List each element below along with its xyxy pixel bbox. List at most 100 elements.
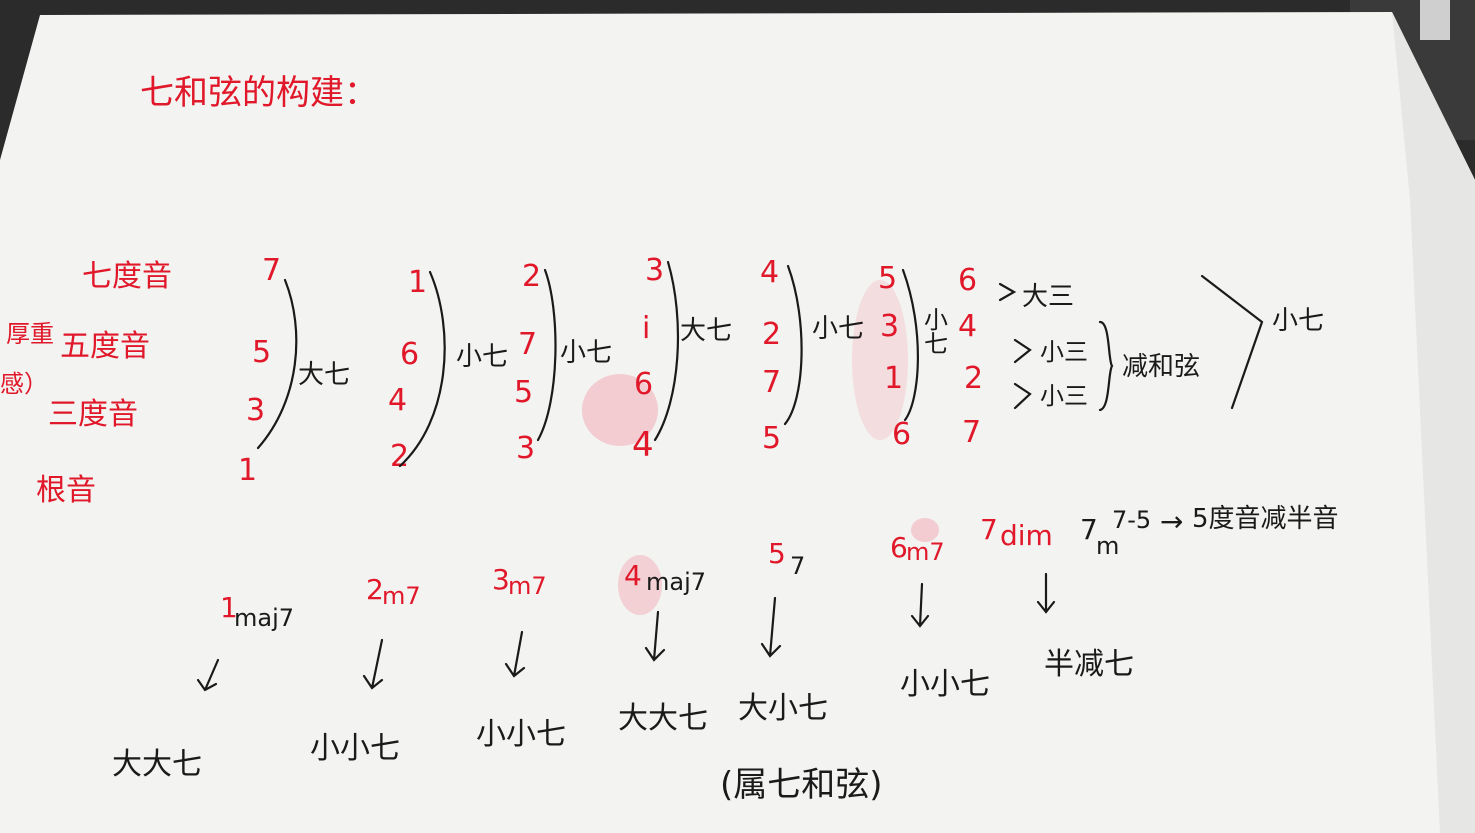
col5-note-fifth: 2: [762, 317, 782, 352]
col4-quality: 大七: [680, 316, 733, 346]
arrow-1: [196, 658, 220, 692]
chord5-suffix: 7: [790, 552, 806, 580]
col6-note-third: 1: [884, 361, 904, 396]
col7-note-root: 7: [962, 415, 982, 450]
chord6-type: 小小七: [900, 667, 990, 702]
label-side-note-2: 感）: [0, 370, 48, 398]
dim-chord-label-top: 7: [980, 513, 998, 546]
col2-note-fifth: 6: [400, 337, 420, 372]
col2-note-seventh: 1: [408, 265, 428, 300]
arrow-6: [910, 582, 930, 628]
interval-top: 大三: [1022, 282, 1075, 312]
formula-text: 5度音减半音: [1192, 504, 1339, 534]
interval-top-mark: [998, 282, 1017, 302]
label-seventh: 七度音: [82, 259, 172, 294]
col1-note-root: 1: [238, 453, 258, 488]
interval-bottom-mark: [1013, 382, 1032, 410]
dim-chord-suffix-top: dim: [1000, 519, 1053, 552]
col3-bracket: [536, 268, 557, 442]
arrow-2: [362, 638, 384, 690]
group-brace: [1098, 320, 1114, 412]
chord5-type: 大小七: [738, 691, 828, 726]
col3-note-fifth: 7: [518, 327, 538, 362]
col3-note-seventh: 2: [522, 259, 542, 294]
col4-bracket: [653, 260, 679, 442]
pen-cap: [1420, 0, 1450, 40]
label-root: 根音: [36, 473, 96, 508]
col6-note-fifth: 3: [880, 309, 900, 344]
chord2-type: 小小七: [310, 731, 400, 766]
chord3-degree: 3: [492, 563, 510, 596]
arrow-5: [760, 596, 782, 658]
formula-base: 7: [1080, 513, 1098, 546]
arrow-4: [644, 610, 666, 662]
dominant-seventh-note: (属七和弦): [720, 765, 883, 805]
col1-note-fifth: 5: [252, 335, 272, 370]
col6-quality: 小七: [924, 306, 948, 358]
col2-bracket: [398, 270, 446, 468]
interval-span-label: 小七: [1272, 306, 1325, 336]
interval-bottom: 小三: [1040, 382, 1088, 410]
interval-group-label: 减和弦: [1122, 352, 1201, 382]
chord3-type: 小小七: [476, 717, 566, 752]
col1-bracket: [256, 278, 298, 450]
chord6-suffix: m7: [906, 538, 945, 566]
label-fifth: 五度音: [60, 329, 150, 364]
label-third: 三度音: [48, 397, 138, 432]
col5-note-seventh: 4: [760, 255, 780, 290]
arrow-3: [504, 630, 526, 678]
chord7-type: 半减七: [1044, 647, 1134, 682]
col2-note-root: 2: [390, 439, 410, 474]
col5-note-root: 5: [762, 421, 782, 456]
chord4-degree: 4: [624, 559, 642, 592]
chord3-suffix: m7: [508, 572, 547, 600]
col5-bracket: [783, 264, 803, 426]
col5-quality: 小七: [812, 314, 865, 344]
col7-note-fifth: 4: [958, 309, 978, 344]
chord2-degree: 2: [366, 573, 384, 606]
col6-note-seventh: 5: [878, 261, 898, 296]
page-title: 七和弦的构建：: [140, 73, 378, 113]
col7-note-third: 2: [964, 361, 984, 396]
col4-note-seventh: 3: [645, 253, 665, 288]
label-side-note-1: 厚重: [6, 320, 54, 348]
span-bracket: [1200, 274, 1264, 410]
smudge: [852, 280, 908, 440]
interval-mid-mark: [1013, 338, 1032, 364]
col4-note-fifth: i: [642, 311, 651, 346]
arrow-7: [1036, 572, 1056, 614]
smudge: [911, 518, 939, 542]
formula-sub: m: [1096, 532, 1120, 560]
chord4-suffix: maj7: [646, 568, 707, 596]
paper-shading: [1392, 12, 1475, 833]
chord1-type: 大大七: [112, 747, 202, 782]
smudge: [582, 374, 658, 446]
col5-note-third: 7: [762, 365, 782, 400]
chord6-degree: 6: [890, 531, 908, 564]
col1-note-seventh: 7: [262, 253, 282, 288]
paper-sheet: [0, 12, 1475, 833]
col3-quality: 小七: [560, 338, 613, 368]
col4-note-root: 4: [632, 425, 654, 465]
chord1-suffix: maj7: [234, 604, 295, 632]
col2-quality: 小七: [456, 342, 509, 372]
formula-sup: 7-5: [1112, 506, 1152, 534]
col6-bracket: [901, 268, 919, 422]
chord5-degree: 5: [768, 537, 786, 570]
col3-note-root: 3: [516, 431, 536, 466]
chord4-type: 大大七: [618, 701, 708, 736]
interval-mid: 小三: [1040, 338, 1088, 366]
formula-arrow: →: [1160, 505, 1184, 538]
col4-note-third: 6: [634, 367, 654, 402]
col3-note-third: 5: [514, 375, 534, 410]
chord2-suffix: m7: [382, 582, 421, 610]
col1-note-third: 3: [246, 393, 266, 428]
col7-note-seventh: 6: [958, 263, 978, 298]
col1-quality: 大七: [298, 360, 351, 390]
